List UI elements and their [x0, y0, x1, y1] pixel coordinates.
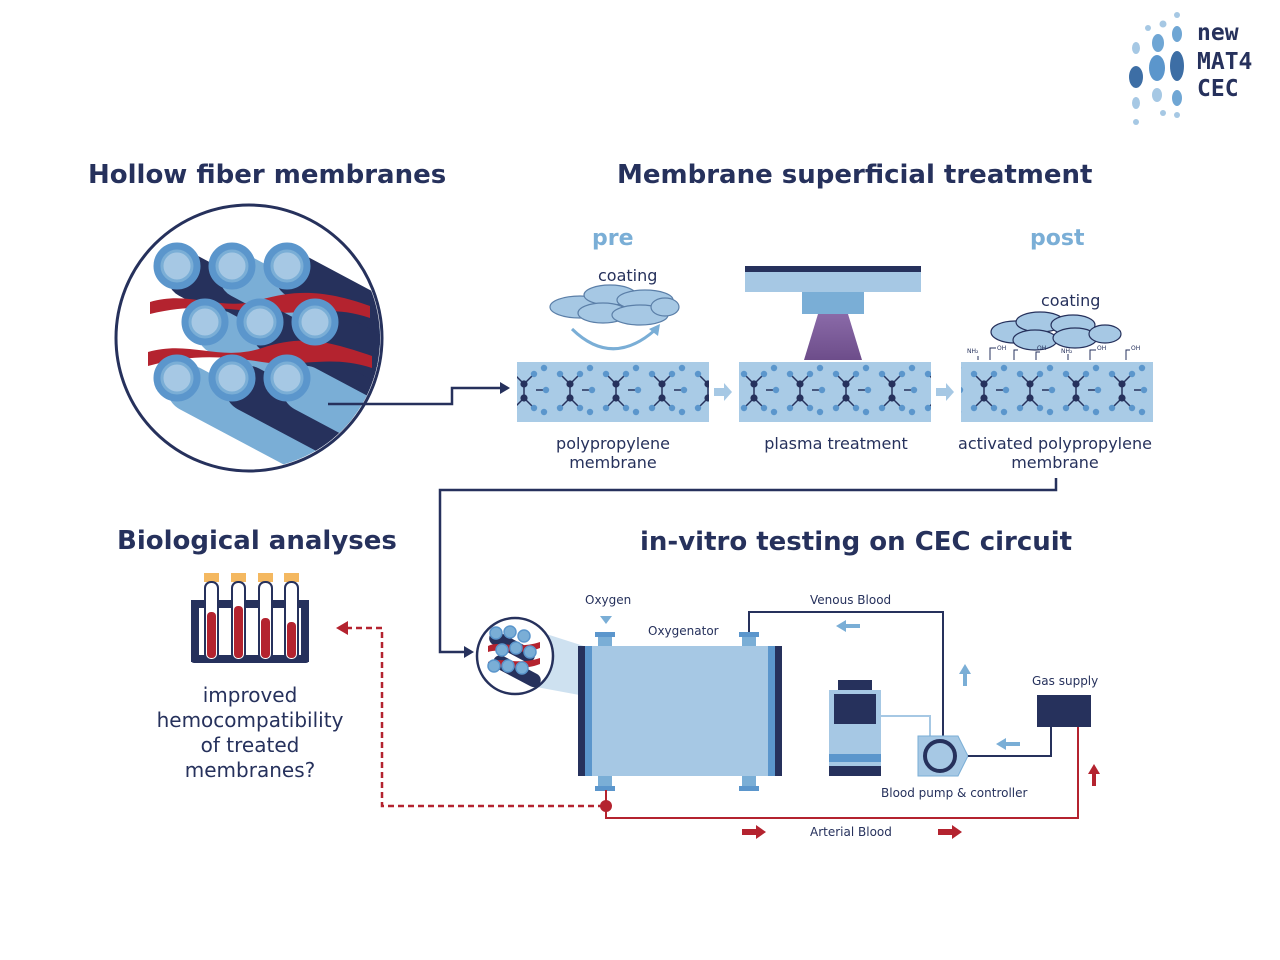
step-arrow-icon — [714, 383, 732, 401]
chem-nh2-label: NH₂ — [967, 348, 979, 355]
arrow-icon — [649, 324, 660, 336]
coating-pre-label: coating — [598, 266, 657, 285]
connector-fiber-to-membrane — [328, 382, 510, 406]
heading-invitro-testing: in-vitro testing on CEC circuit — [640, 527, 1072, 557]
membrane-activated — [961, 362, 1153, 422]
plasma-device-illustration — [745, 266, 921, 360]
oxygen-label: Oxygen — [585, 593, 631, 607]
oxygenator — [578, 632, 782, 791]
venous-blood-label: Venous Blood — [810, 593, 891, 607]
gas-supply-label: Gas supply — [1032, 674, 1098, 688]
step-arrow-icon — [936, 383, 954, 401]
step3-caption-line1: activated polypropylene — [958, 434, 1152, 453]
arrow-up-icon — [1088, 764, 1100, 786]
test-tubes-icon — [191, 573, 309, 663]
oxygen-arrow-icon — [600, 616, 612, 624]
question-line1: improved — [203, 683, 298, 707]
chem-oh-label: OH — [1097, 345, 1106, 352]
chem-oh-label: OH — [1131, 345, 1140, 352]
oxygenator-label: Oxygenator — [648, 624, 719, 638]
question-line4: membranes? — [185, 758, 315, 782]
chem-nh2-label: NH₂ — [1061, 348, 1073, 355]
heading-biological-analyses: Biological analyses — [117, 526, 397, 556]
pump-controller — [829, 680, 931, 776]
coating-post-illustration: coating NH₂ OH OH NH₂ OH OH — [967, 291, 1140, 360]
arrow-right-icon — [742, 825, 766, 839]
connector-membrane-to-circuit — [438, 478, 1058, 658]
hollow-fiber-illustration — [114, 203, 384, 473]
membrane-plasma-treated — [739, 362, 931, 422]
venous-line — [748, 611, 971, 740]
arrow-right-icon — [938, 825, 962, 839]
membrane-polypropylene — [517, 362, 709, 422]
question-line3: of treated — [201, 733, 300, 757]
pre-label: pre — [592, 226, 634, 251]
heading-superficial-treatment: Membrane superficial treatment — [617, 160, 1092, 190]
logo-dots-icon — [1129, 12, 1184, 125]
step1-caption-line1: polypropylene — [556, 434, 670, 453]
arterial-blood-label: Arterial Blood — [810, 825, 892, 839]
coating-post-label: coating — [1041, 291, 1100, 310]
logo-text-line3: CEC — [1197, 76, 1239, 102]
chem-oh-label: OH — [997, 345, 1006, 352]
logo-text-line2: MAT4 — [1197, 49, 1252, 75]
step3-caption-line2: membrane — [1011, 453, 1099, 472]
arterial-line — [600, 727, 1100, 839]
arrow-left-icon — [836, 620, 860, 632]
post-label: post — [1030, 226, 1085, 251]
logo: new MAT4 CEC — [1129, 12, 1252, 125]
blood-pump — [917, 735, 969, 777]
arrow-left-icon — [336, 621, 348, 635]
arrow-up-icon — [959, 664, 971, 686]
step2-caption: plasma treatment — [764, 434, 907, 453]
heading-hollow-fiber: Hollow fiber membranes — [88, 160, 446, 190]
blood-pump-label: Blood pump & controller — [881, 786, 1028, 800]
arrow-left-icon — [996, 738, 1020, 750]
step1-caption-line2: membrane — [569, 453, 657, 472]
chem-oh-label: OH — [1037, 345, 1046, 352]
question-line2: hemocompatibility — [157, 708, 344, 732]
dashed-sample-line — [336, 621, 604, 808]
logo-text-line1: new — [1197, 20, 1239, 46]
coating-pre-illustration: coating — [549, 266, 680, 351]
gas-supply — [968, 695, 1091, 757]
